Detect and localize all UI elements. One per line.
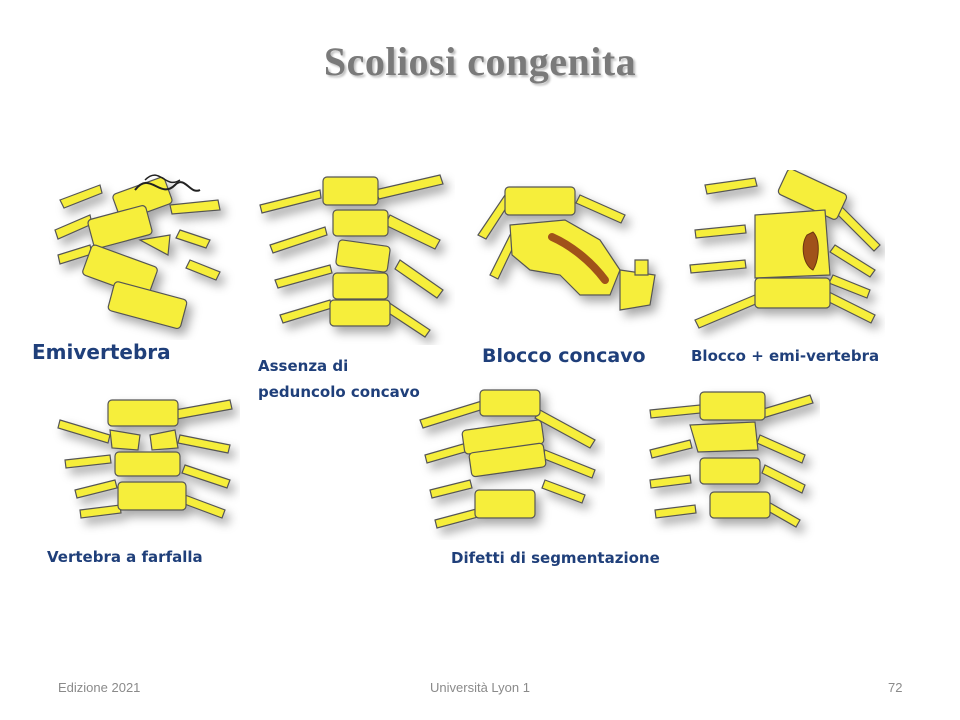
footer-edition: Edizione 2021 (58, 680, 141, 695)
label-emivertebra: Emivertebra (32, 340, 171, 364)
slide-title: Scoliosi congenita (323, 39, 637, 84)
emivertebra-diagram (54, 174, 221, 330)
difetti-segmentazione-diagram-1 (419, 389, 596, 529)
label-vertebra-farfalla: Vertebra a farfalla (47, 548, 203, 566)
label-blocco-emi-vertebra: Blocco + emi-vertebra (691, 347, 880, 365)
footer-university: Università Lyon 1 (430, 680, 530, 695)
blocco-concavo-diagram (477, 186, 656, 311)
footer-page-number: 72 (888, 680, 903, 695)
label-assenza-line2: peduncolo concavo (258, 383, 420, 401)
blocco-emi-vertebra-diagram (689, 170, 881, 329)
label-difetti-segmentazione: Difetti di segmentazione (451, 549, 660, 567)
assenza-peduncolo-diagram (259, 174, 444, 338)
vertebra-farfalla-diagram (57, 399, 233, 519)
difetti-segmentazione-diagram-2 (649, 391, 814, 528)
label-assenza-line1: Assenza di (258, 357, 349, 375)
label-blocco-concavo: Blocco concavo (482, 345, 646, 367)
